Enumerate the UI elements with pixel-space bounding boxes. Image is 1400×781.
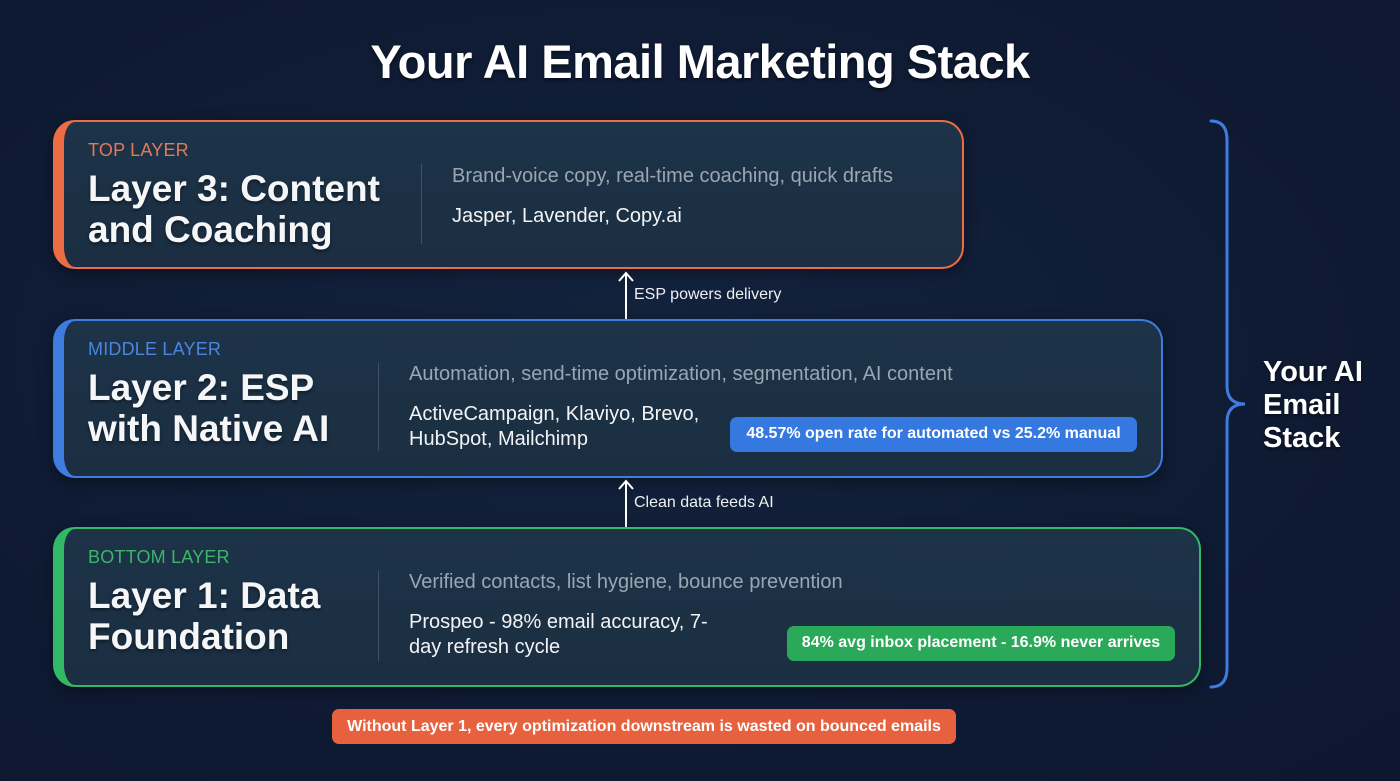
layer-tools: Prospeo - 98% email accuracy, 7-day refr… — [409, 611, 708, 658]
layer-tag: BOTTOM LAYER — [88, 547, 230, 567]
layer-tag: TOP LAYER — [88, 140, 189, 160]
stack-label: Your AI Email Stack — [1263, 356, 1363, 454]
connector-label: ESP powers delivery — [634, 286, 782, 303]
layer-name: Layer 3: Content and Coaching — [88, 168, 380, 250]
arrow-up-icon — [618, 271, 634, 319]
layer-description: Verified contacts, list hygiene, bounce … — [409, 571, 843, 593]
warning-banner: Without Layer 1, every optimization down… — [332, 709, 956, 744]
divider — [421, 164, 422, 244]
connector-label: Clean data feeds AI — [634, 494, 774, 511]
curly-brace-icon — [1209, 119, 1246, 689]
arrow-up-icon — [618, 479, 634, 527]
layer-description: Brand-voice copy, real-time coaching, qu… — [452, 165, 893, 187]
layer-tools: ActiveCampaign, Klaviyo, Brevo, HubSpot,… — [409, 403, 700, 450]
divider — [378, 571, 379, 661]
layer-1-card: BOTTOM LAYER Layer 1: Data Foundation Ve… — [53, 527, 1201, 687]
layer-tools: Jasper, Lavender, Copy.ai — [452, 205, 682, 227]
layer-tag: MIDDLE LAYER — [88, 339, 222, 359]
layer-name: Layer 2: ESP with Native AI — [88, 367, 330, 449]
diagram-title: Your AI Email Marketing Stack — [370, 35, 1030, 88]
layer-2-card: MIDDLE LAYER Layer 2: ESP with Native AI… — [53, 319, 1163, 478]
layer-description: Automation, send-time optimization, segm… — [409, 363, 953, 385]
connector-esp-to-content: ESP powers delivery — [617, 270, 817, 319]
connector-data-to-esp: Clean data feeds AI — [617, 478, 817, 527]
stat-badge: 84% avg inbox placement - 16.9% never ar… — [787, 626, 1175, 661]
layer-name: Layer 1: Data Foundation — [88, 575, 321, 657]
layer-3-card: TOP LAYER Layer 3: Content and Coaching … — [53, 120, 964, 269]
stat-badge: 48.57% open rate for automated vs 25.2% … — [730, 417, 1137, 452]
divider — [378, 363, 379, 451]
